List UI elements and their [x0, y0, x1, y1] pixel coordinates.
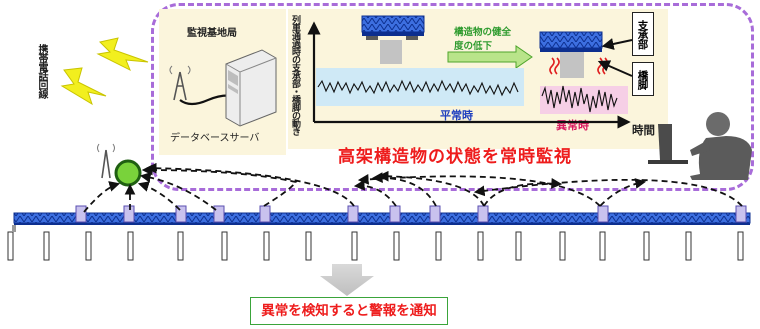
- antenna-icon-base: [169, 65, 191, 101]
- alert-box: 異常を検知すると警報を通知: [250, 297, 448, 325]
- bearing-label: 支承部: [632, 12, 654, 56]
- sensor-gateway-icon: [114, 159, 142, 187]
- normal-waveform: [317, 79, 519, 97]
- data-links: [83, 162, 743, 213]
- time-label: 時間: [632, 123, 655, 137]
- database-server-label: データベースサーバ: [170, 133, 260, 144]
- abnormal-band: [540, 86, 628, 114]
- operator-icon: [648, 112, 752, 180]
- monitoring-frame: [151, 3, 754, 191]
- pier-label: 橋脚: [632, 62, 654, 96]
- antenna-icon-field: [97, 143, 115, 179]
- degradation-arrow: [447, 45, 533, 69]
- bridge-deck: [13, 212, 751, 225]
- lightning-icon-2: [60, 67, 107, 106]
- pier-callout-arrow: [597, 60, 633, 77]
- bridge-piers: [7, 225, 744, 261]
- lightning-icon-1: [96, 37, 149, 72]
- phone-line-label: 携帯電話回線: [36, 44, 47, 98]
- server-icon: [225, 49, 277, 127]
- headline: 高架構造物の状態を常時監視: [338, 147, 572, 167]
- bearing-callout-arrow: [601, 38, 633, 50]
- chart-ylabel: 列車通過時の支承部・橋脚の動き: [290, 15, 300, 135]
- bridge-icon-abnormal: [539, 31, 608, 78]
- degradation-label-line1: 構造物の健全: [454, 27, 512, 38]
- down-arrow-icon: [320, 264, 374, 296]
- abnormal-waveform: [541, 85, 618, 113]
- base-station-title: 監視基地局: [187, 28, 237, 39]
- degradation-label-line2: 度の低下: [454, 41, 493, 52]
- deck-sensors: [75, 205, 747, 223]
- normal-label: 平常時: [440, 109, 473, 122]
- bridge-icon-normal: [361, 15, 425, 64]
